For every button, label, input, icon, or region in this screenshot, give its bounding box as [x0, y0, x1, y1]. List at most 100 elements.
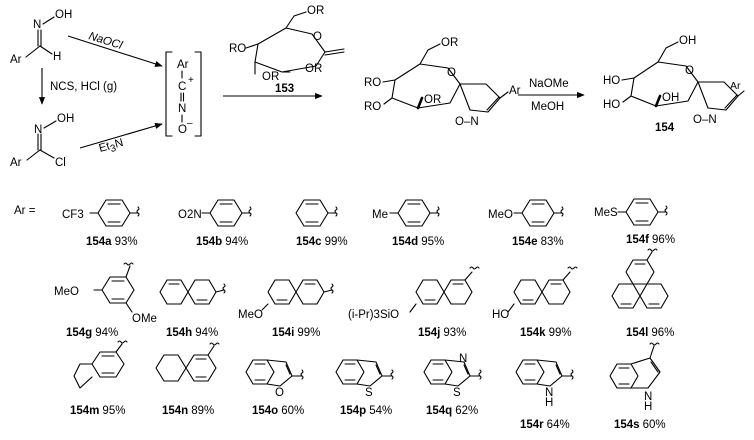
ar-equals-label: Ar = [14, 205, 36, 217]
group-154d: Me [372, 209, 388, 221]
oxime-h: H [53, 51, 61, 63]
hetero-154p: S [365, 387, 373, 399]
hetero-154o: O [275, 387, 284, 399]
sugar-153-id: 153 [275, 83, 294, 95]
hetero-154q-n: N [459, 353, 467, 365]
chloro-oxime-oh: OH [57, 113, 74, 125]
hetero-154r-h: H [545, 397, 553, 409]
group-154e: MeO [488, 209, 513, 221]
chloro-oxime-cl: Cl [55, 157, 66, 169]
spiro-ro-bottom: RO [364, 101, 381, 113]
product-154-ar: Ar [730, 80, 741, 92]
nitrile-oxide-o: O [178, 124, 187, 136]
aldoxime-structure: N OH Ar H [10, 9, 72, 66]
chloro-oxime-structure: N OH Ar Cl [10, 113, 74, 169]
chloro-oxime-ar: Ar [10, 157, 22, 169]
product-154-oh-bottom: OH [662, 92, 679, 104]
chloro-oxime-n: N [34, 124, 42, 136]
sugar-153-or1: OR [307, 5, 324, 17]
nitrile-oxide-plus: + [188, 75, 194, 86]
product-154-ring-o: O [685, 65, 694, 77]
nitrile-oxide: Ar C + N O – [165, 51, 202, 137]
group-154b: O2N [178, 209, 202, 221]
spiro-isoxazoline-protected: OR RO RO OR O O–N Ar [364, 37, 521, 128]
sugar-153-ring-o: O [313, 31, 322, 43]
spiro-ro-left: RO [364, 77, 381, 89]
product-154-ho-bottom: HO [603, 99, 620, 111]
oxime-ar: Ar [10, 54, 22, 66]
naome-label: NaOMe [529, 78, 569, 90]
naocl-label: NaOCl [87, 30, 124, 52]
hetero-154r-n: N [545, 387, 553, 399]
spiro-ar: Ar [509, 85, 521, 97]
group-154k: HO [492, 309, 509, 321]
sugar-153-or2: OR [305, 63, 322, 75]
product-154-oh-top: OH [679, 35, 696, 47]
nitrile-oxide-n: N [178, 103, 186, 115]
product-154-id: 154 [655, 122, 675, 134]
spiro-ring-o: O [447, 67, 456, 79]
oxime-n: N [33, 19, 41, 31]
sugar-153-ro: RO [229, 43, 246, 55]
hetero-154q-s: S [453, 387, 461, 399]
exo-glycal-153: OR OR RO OR O 153 [229, 5, 345, 95]
group-154i: MeO [238, 309, 263, 321]
group-154f: MeS [594, 207, 618, 219]
nitrile-oxide-minus: – [187, 118, 193, 129]
sugar-153-or4: OR [262, 71, 279, 83]
group-154a: CF3 [62, 209, 84, 221]
oxime-oh: OH [55, 9, 72, 21]
et3n-label: Et3N [98, 137, 126, 158]
product-154: OH HO HO OH O O–N Ar 154 [603, 35, 745, 134]
ncs-label: NCS, HCl (g) [50, 81, 117, 93]
hetero-154s-h: H [644, 401, 652, 413]
nitrile-oxide-c: C [178, 81, 186, 93]
group-154g-meo: MeO [54, 286, 79, 298]
group-154g-ome: OMe [132, 313, 157, 325]
meoh-label: MeOH [531, 101, 564, 113]
spiro-or-bottom: OR [424, 94, 441, 106]
group-154j: (i-Pr)3SiO [348, 309, 399, 321]
spiro-or-top: OR [441, 37, 458, 49]
product-154-isoxazoline-on: O–N [693, 114, 717, 126]
naocl-arrow [67, 35, 163, 67]
product-154-ho-left: HO [603, 75, 620, 87]
